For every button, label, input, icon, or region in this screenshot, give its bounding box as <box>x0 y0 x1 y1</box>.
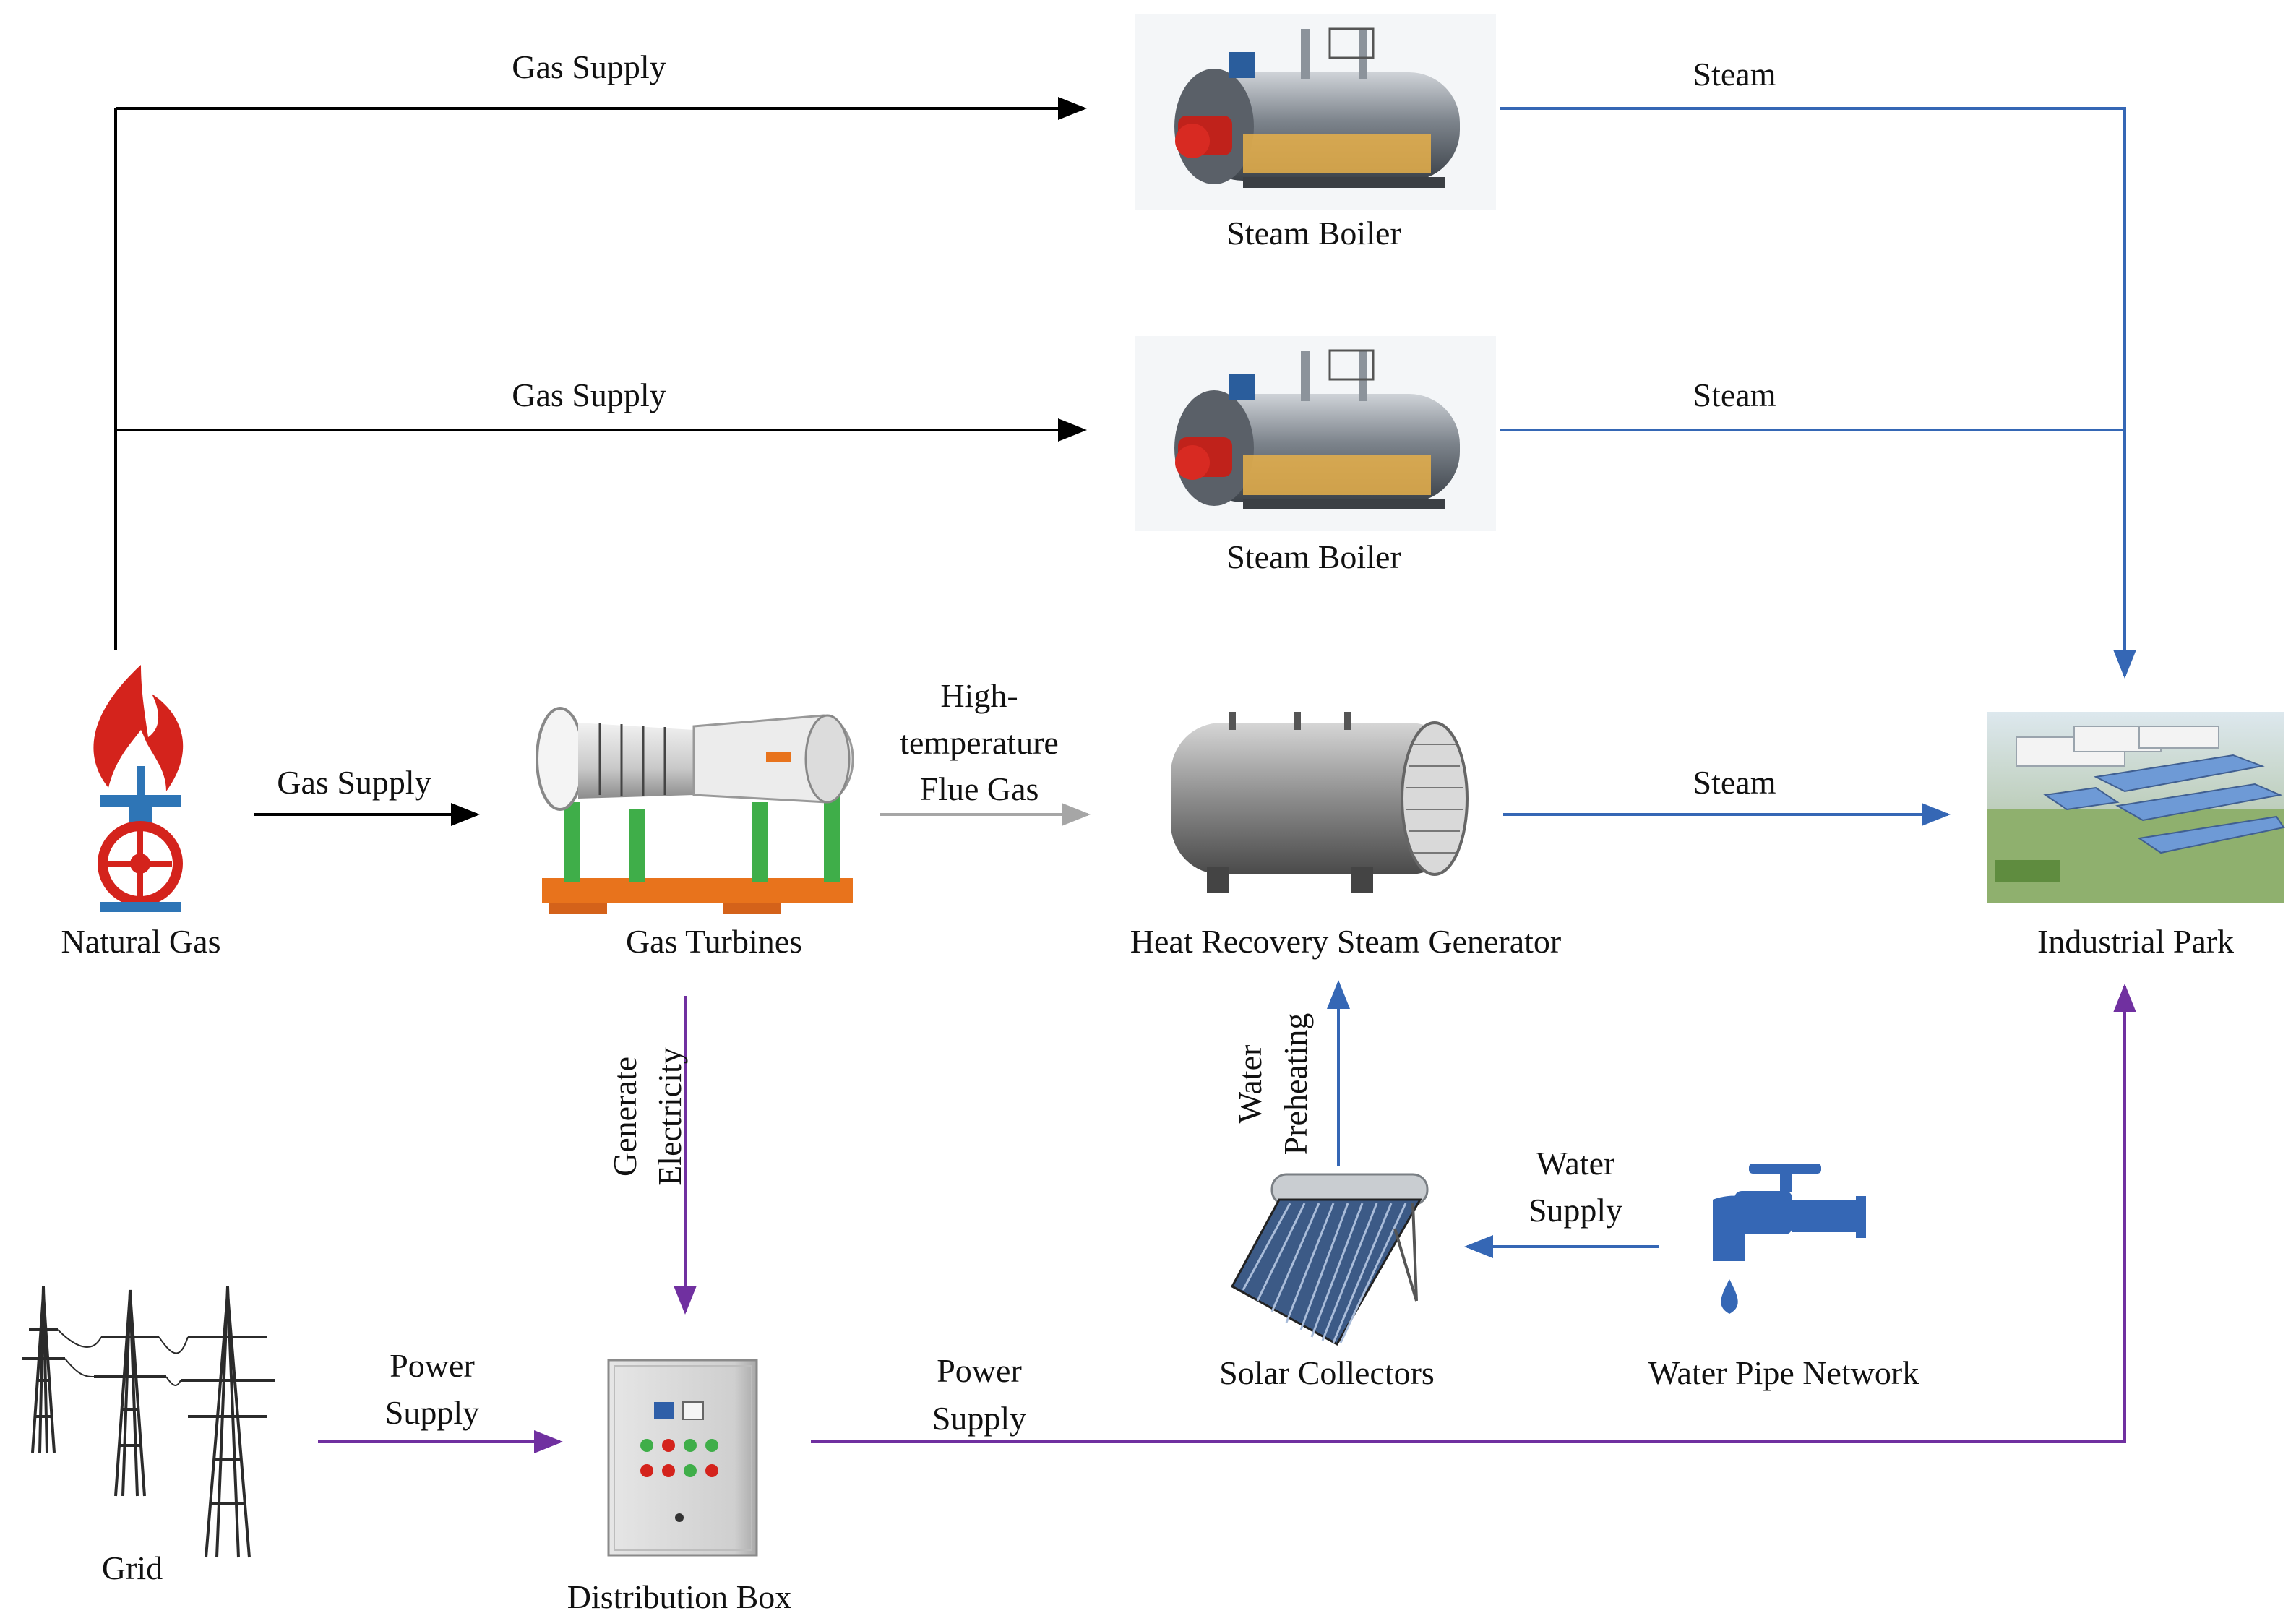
water-pipe-network-label: Water Pipe Network <box>1648 1354 1919 1391</box>
power-park-label-line1: Power <box>937 1352 1022 1389</box>
natural-gas-icon <box>93 665 184 912</box>
preheat-label-line1: Water <box>1231 1045 1268 1124</box>
industrial-park-label: Industrial Park <box>2037 923 2234 960</box>
gas-turbine-icon <box>536 707 854 914</box>
generate-label-line1: Generate <box>606 1057 643 1177</box>
steam-lines <box>1327 107 2136 1258</box>
grid-label: Grid <box>102 1549 163 1586</box>
steam-mid-label: Steam <box>1693 377 1776 413</box>
power-grid-label-line2: Supply <box>385 1394 479 1431</box>
power-line-park <box>811 984 2136 1443</box>
power-lines <box>318 984 2136 1453</box>
steam-hrsg-label: Steam <box>1693 764 1776 801</box>
solar-collectors-label: Solar Collectors <box>1219 1354 1435 1391</box>
steam-boiler-1-icon <box>1135 14 1496 210</box>
gas-turbines-label: Gas Turbines <box>626 923 802 960</box>
preheat-label-line2: Preheating <box>1277 1013 1314 1156</box>
distribution-box-label: Distribution Box <box>567 1578 792 1615</box>
gas-supply-top-label: Gas Supply <box>512 48 666 85</box>
distribution-box-icon <box>607 1359 758 1557</box>
steam-boiler-2-label: Steam Boiler <box>1226 538 1401 575</box>
flue-gas-label-line2: temperature <box>900 724 1059 761</box>
steam-boiler-1-label: Steam Boiler <box>1226 215 1401 251</box>
water-supply-label-line2: Supply <box>1528 1192 1622 1229</box>
hrsg-label: Heat Recovery Steam Generator <box>1130 923 1561 960</box>
steam-boiler-2-icon <box>1135 336 1496 531</box>
water-supply-label-line1: Water <box>1536 1145 1615 1182</box>
grid-towers-icon <box>22 1286 275 1558</box>
steam-line-boiler-1 <box>1500 107 2136 679</box>
power-park-label-line2: Supply <box>932 1400 1026 1437</box>
generate-label-line2: Electricity <box>651 1047 688 1186</box>
gas-supply-mid-label: Gas Supply <box>512 377 666 413</box>
flue-gas-label-line1: High- <box>940 677 1018 714</box>
power-grid-label-line1: Power <box>390 1347 475 1384</box>
industrial-park-icon <box>1987 712 2285 903</box>
water-tap-icon <box>1713 1164 1866 1314</box>
flue-gas-label-line3: Flue Gas <box>920 770 1039 807</box>
solar-collectors-icon <box>1230 1173 1429 1346</box>
gas-supply-turbine-label: Gas Supply <box>277 764 431 801</box>
steam-top-label: Steam <box>1693 56 1776 93</box>
natural-gas-label: Natural Gas <box>61 923 221 960</box>
gas-supply-lines <box>114 97 1087 826</box>
hrsg-icon <box>1171 712 1469 893</box>
